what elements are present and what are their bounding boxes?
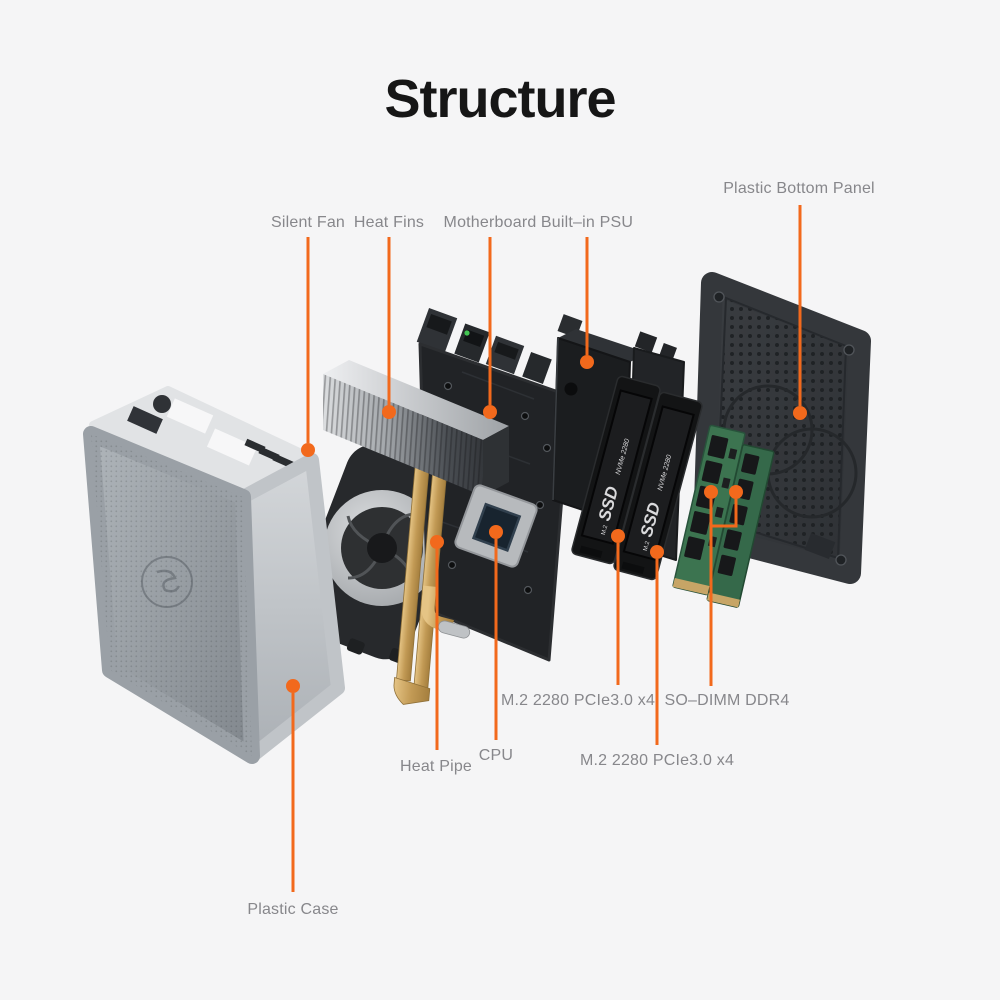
ram-edge-connector (706, 592, 740, 608)
fan-foot (346, 638, 365, 655)
dot-m2-ssd-bottom (650, 545, 664, 559)
so-dimm-module-2 (706, 444, 775, 608)
label-so-dimm: SO–DIMM DDR4 (664, 692, 790, 709)
dot-motherboard (483, 405, 497, 419)
dot-so-dimm-1 (704, 485, 718, 499)
motherboard-io-ports (416, 307, 552, 384)
psu-top-face (558, 329, 648, 362)
standoff-peg (437, 620, 471, 639)
ram-edge-connector (672, 578, 710, 595)
m2-ssd-1: M.2 SSD NVMe 2280 (571, 375, 661, 565)
page-title: Structure (384, 69, 616, 129)
panel-corner-detail (804, 532, 836, 560)
ssd-type-text: M.2 (643, 540, 652, 552)
label-silent-fan: Silent Fan (270, 214, 346, 231)
psu-hole (564, 382, 578, 396)
ethernet-led (464, 330, 470, 336)
ssd-type-text: M.2 (601, 524, 610, 536)
label-m2-ssd-top: M.2 2280 PCIe3.0 x4 (500, 692, 656, 709)
case-port-cutouts (127, 395, 308, 477)
label-m2-ssd-bottom: M.2 2280 PCIe3.0 x4 (579, 752, 735, 769)
label-plastic-bottom-panel: Plastic Bottom Panel (723, 180, 875, 197)
dot-plastic-bottom-panel (793, 406, 807, 420)
plastic-case (83, 386, 345, 764)
label-heat-pipe: Heat Pipe (399, 758, 473, 775)
leader-so-dimm-bracket (711, 499, 738, 528)
label-motherboard: Motherboard (443, 214, 537, 231)
heat-pipe-bracket (393, 677, 431, 705)
dot-silent-fan (301, 443, 315, 457)
callout-leaders (286, 205, 807, 892)
dot-heat-fins (382, 405, 396, 419)
label-heat-fins: Heat Fins (353, 214, 425, 231)
fins-top-face (323, 360, 509, 440)
ram-chips (717, 453, 760, 577)
fins-stripes (323, 374, 483, 496)
heat-pipe (393, 460, 471, 705)
m2-ssd-2: M.2 SSD NVMe 2280 (613, 391, 703, 581)
label-plastic-case: Plastic Case (247, 901, 339, 918)
dot-built-in-psu (580, 355, 594, 369)
dot-plastic-case (286, 679, 300, 693)
fins-end-face (483, 426, 509, 496)
dot-heat-pipe (430, 535, 444, 549)
case-front-texture (91, 434, 252, 756)
case-logo (141, 556, 193, 608)
dot-so-dimm-2 (729, 485, 743, 499)
label-cpu: CPU (478, 747, 514, 764)
label-built-in-psu: Built–in PSU (540, 214, 634, 231)
dot-cpu (489, 525, 503, 539)
dot-m2-ssd-top (611, 529, 625, 543)
heat-fins (323, 360, 509, 496)
fan-hub (367, 533, 397, 563)
